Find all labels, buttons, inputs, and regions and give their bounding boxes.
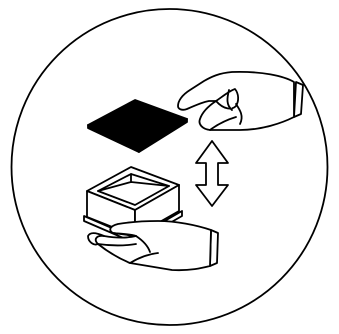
frame-circle	[12, 9, 328, 325]
